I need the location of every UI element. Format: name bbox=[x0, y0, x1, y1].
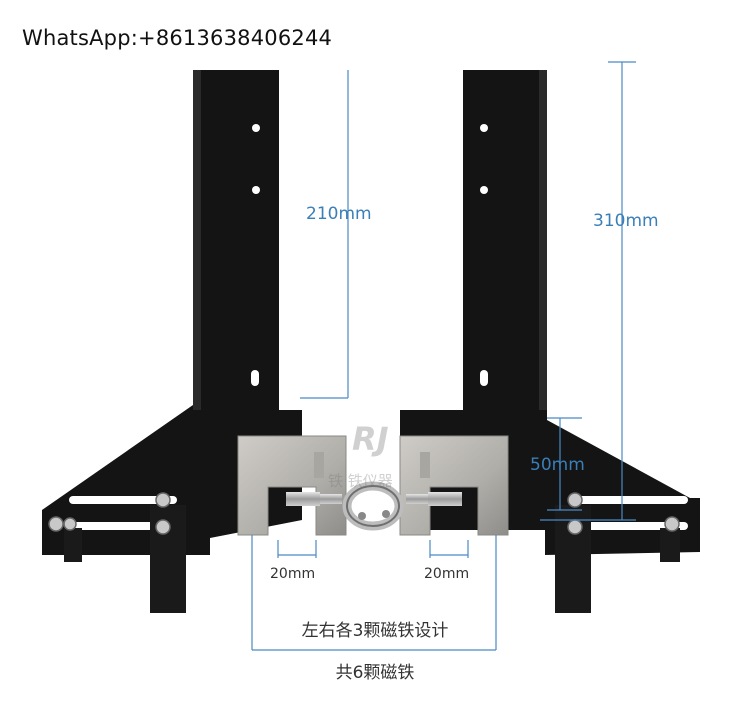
dim-label-left-height: 210mm bbox=[306, 204, 372, 224]
left-clamp bbox=[237, 435, 347, 536]
watermark-logo: RJ bbox=[352, 420, 389, 458]
caption-magnet-design: 左右各3颗磁铁设计 bbox=[301, 621, 449, 641]
dim-label-base-height: 50mm bbox=[530, 455, 585, 475]
dimension-lines bbox=[251, 61, 636, 651]
dim-label-right-gap: 20mm bbox=[424, 566, 470, 582]
contact-text: WhatsApp:+8613638406244 bbox=[22, 26, 333, 50]
dim-label-left-gap: 20mm bbox=[270, 566, 316, 582]
watermark-text: 铁 铁仪器 bbox=[328, 472, 393, 490]
right-bracket bbox=[400, 70, 700, 613]
dim-label-total-height: 310mm bbox=[593, 211, 659, 231]
right-clamp bbox=[399, 435, 509, 536]
bolt-assembly bbox=[286, 481, 462, 531]
caption-magnet-total: 共6颗磁铁 bbox=[335, 663, 415, 683]
left-bracket bbox=[42, 70, 302, 613]
